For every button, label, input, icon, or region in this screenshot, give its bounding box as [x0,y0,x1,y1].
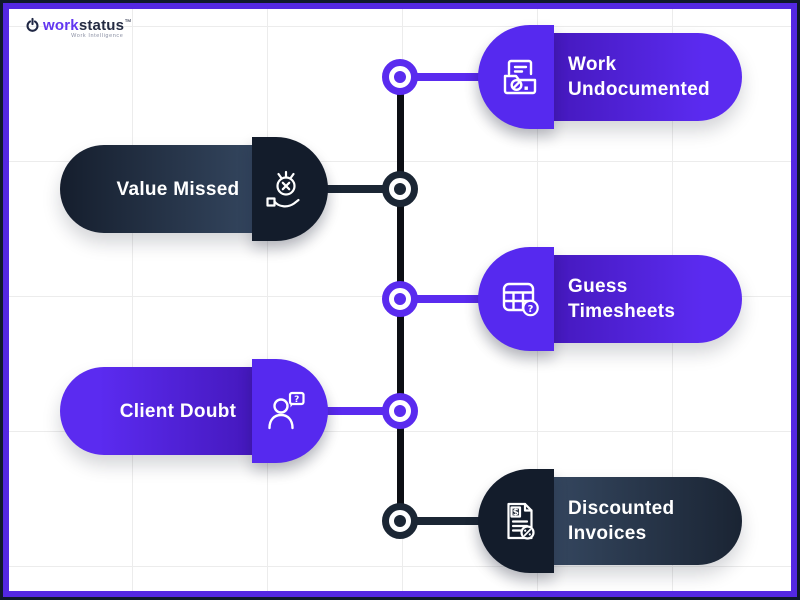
timesheet-question-icon: ? [502,282,539,317]
stopwatch-icon [25,17,40,37]
pill-label-line: Guess [568,276,628,297]
icon-badge [252,137,328,241]
logo-word-status: status [78,17,125,34]
pill-label: Client Doubt [60,367,296,455]
svg-text:?: ? [294,395,299,405]
trademark-symbol: ™ [124,19,132,26]
svg-text:?: ? [528,304,534,315]
timeline-item-client-doubt: Client Doubt ? [9,359,791,463]
logo-wordmark: workstatus™ [43,14,131,34]
timeline-node [382,503,418,539]
timeline-item-value-missed: Value Missed [9,137,791,241]
connector-line [321,407,401,415]
logo-word-work: work [43,17,79,34]
pill-label-line: Timesheets [568,301,676,322]
logo-tagline: Work Intelligence [71,33,124,39]
icon-badge: ? [478,247,554,351]
icon-badge [478,25,554,129]
undocumented-work-icon [503,59,537,95]
connector-line [400,295,488,303]
pill-label: Value Missed [60,145,296,233]
pill-label-line: Value Missed [116,178,240,200]
pill-label-line: Work [568,54,617,75]
timeline-node [382,59,418,95]
client-question-icon: ? [268,391,305,430]
discounted-invoice-icon: $ [507,502,535,540]
timeline-node [382,393,418,429]
timeline-node [382,171,418,207]
pill-label-line: Undocumented [568,79,710,100]
pill-label-line: Discounted [568,498,675,519]
connector-line [400,517,488,525]
svg-text:$: $ [513,508,519,518]
connector-line [321,185,401,193]
workstatus-logo: workstatus™ Work Intelligence [25,14,131,39]
timeline-node [382,281,418,317]
icon-badge: ? [252,359,328,463]
missed-value-hand-coin-icon [266,170,300,208]
icon-badge: $ [478,469,554,573]
pill-label-line: Client Doubt [119,400,237,422]
pill-label-line: Invoices [568,523,647,544]
connector-line [400,73,488,81]
logo-text: workstatus™ Work Intelligence [43,14,131,39]
